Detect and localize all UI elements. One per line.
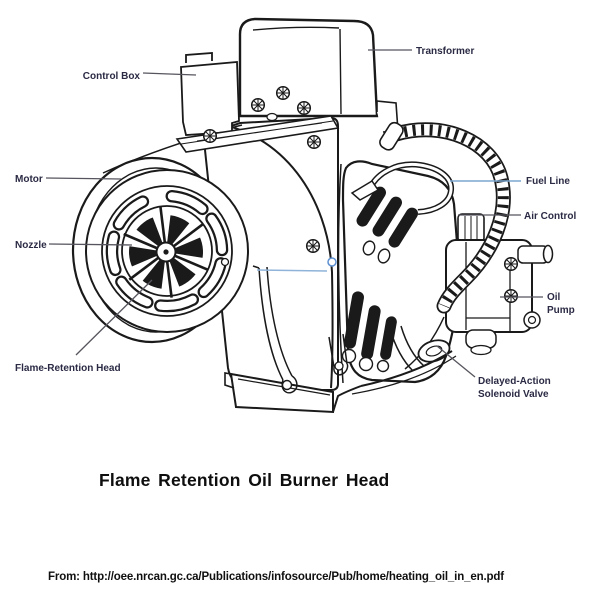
housing-hole (220, 257, 230, 267)
label-solenoid-line1: Delayed-Action (478, 376, 551, 387)
burner-diagram-figure: Control Box Transformer Motor Nozzle Fla… (15, 17, 576, 414)
fan-flame-retention-head-shape (123, 206, 209, 298)
mount-strap-right (328, 333, 349, 376)
leader-solenoid (436, 345, 476, 378)
air-slots-upper (356, 186, 419, 264)
source-attribution: From: http://oee.nrcan.gc.ca/Publication… (48, 571, 504, 583)
leader-nozzle (48, 243, 133, 246)
leader-lines (45, 49, 543, 378)
figure-title: Flame Retention Oil Burner Head (99, 470, 390, 490)
transformer-shape (238, 17, 399, 133)
mounting-flange-shape (175, 112, 340, 153)
part-labels: Control Box Transformer Motor Nozzle Fla… (15, 46, 576, 400)
label-fuel-line: Fuel Line (526, 176, 570, 187)
leader-control-box (142, 72, 197, 76)
scan-artifacts (256, 257, 337, 272)
fuel-line-shape (350, 161, 454, 215)
base-shape (224, 265, 457, 414)
conduit-coil-shape (379, 121, 511, 314)
leader-flame-retention (75, 279, 153, 356)
label-nozzle: Nozzle (15, 240, 47, 251)
leader-motor (45, 177, 122, 180)
air-slots-lower (341, 291, 397, 373)
air-tube-shape (337, 160, 460, 384)
control-box-shape (180, 52, 240, 136)
label-solenoid-line2: Solenoid Valve (478, 389, 549, 400)
label-flame-retention-head: Flame-Retention Head (15, 363, 121, 374)
label-air-control: Air Control (524, 211, 576, 222)
label-control-box: Control Box (83, 71, 141, 82)
label-oil-pump-line1: Oil (547, 292, 561, 303)
retention-ring-slots (105, 189, 229, 313)
label-oil-pump-line2: Pump (547, 305, 575, 316)
label-motor: Motor (15, 174, 43, 185)
label-transformer: Transformer (416, 46, 474, 57)
mount-strap-left (252, 265, 298, 394)
